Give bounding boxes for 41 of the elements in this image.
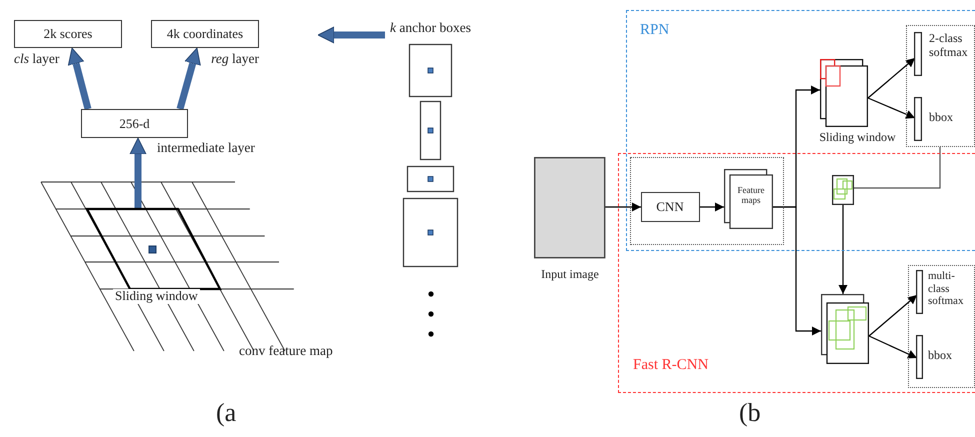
bar-label: 2-class softmax <box>929 32 969 60</box>
dotted-container <box>630 157 784 245</box>
arrow <box>868 335 918 359</box>
window-label: Sliding window <box>113 289 200 304</box>
output-label: 4k coordinates <box>166 26 244 42</box>
block-arrow <box>318 26 385 44</box>
bar-label: multi-class softmax <box>928 270 964 308</box>
layer-label: 256-d <box>119 116 150 132</box>
block-arrow <box>130 138 146 209</box>
dotted-container <box>906 24 974 146</box>
stack-caption: Sliding window <box>818 130 897 144</box>
arrow <box>838 205 848 294</box>
bar-label: bbox <box>928 349 952 363</box>
region-title: Fast R-CNN <box>633 357 708 374</box>
bar-label: bbox <box>929 111 953 125</box>
output-label: 2k scores <box>44 26 92 42</box>
stack-label: Feature maps <box>736 184 766 206</box>
layer-box <box>81 109 188 138</box>
image-caption: Input image <box>540 268 600 282</box>
anchor-heading: k anchor boxes <box>390 20 471 36</box>
process-label: CNN <box>656 198 684 214</box>
connector-line <box>854 147 941 189</box>
dotted-container <box>908 264 974 388</box>
panel-label: (b <box>739 398 761 428</box>
arrow <box>868 294 918 336</box>
output-box <box>14 20 122 48</box>
output-box <box>151 20 259 48</box>
layer-caption: reg layer <box>211 51 259 67</box>
arrow <box>868 58 916 98</box>
layer-caption: intermediate layer <box>157 140 255 156</box>
block-arrow <box>176 48 201 110</box>
arrow <box>868 97 916 119</box>
layer-caption: cls layer <box>14 51 60 67</box>
arrow <box>700 202 724 212</box>
block-arrow <box>68 48 92 110</box>
map-caption: conv feature map <box>239 343 333 359</box>
arrow <box>773 206 821 336</box>
process-box <box>640 192 700 222</box>
arrow <box>605 202 641 212</box>
region-title: RPN <box>640 22 670 40</box>
panel-label: (a <box>216 398 236 428</box>
